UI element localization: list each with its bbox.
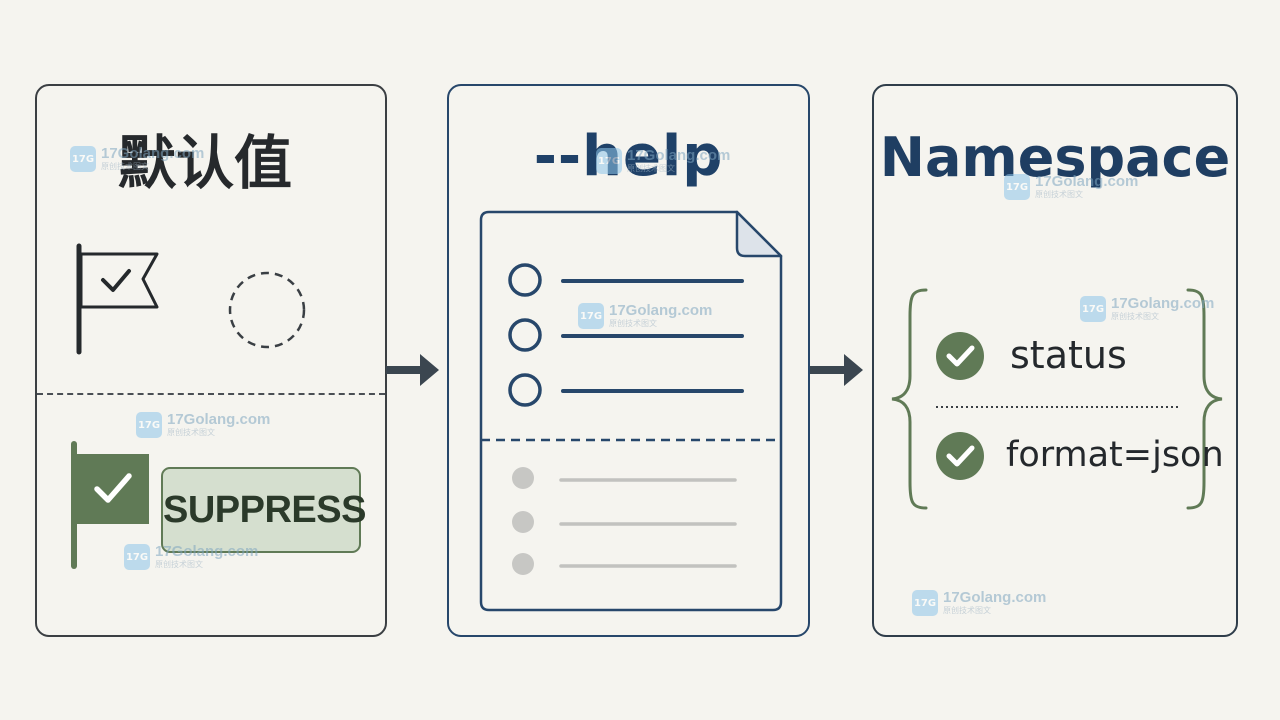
- option-bullet-2: [508, 318, 542, 352]
- defaults-panel: 默认值 SUPPRESS: [35, 84, 387, 637]
- watermark-text: 17Golang.com: [627, 147, 731, 164]
- watermark-logo: 17G: [70, 146, 96, 172]
- hidden-bullet-1: [512, 467, 534, 489]
- curly-brace-icon: [891, 288, 1223, 510]
- watermark-logo: 17G: [912, 590, 938, 616]
- watermark-text: 17Golang.com: [1035, 173, 1139, 190]
- option-bullet-1: [508, 263, 542, 297]
- watermark-text: 17Golang.com: [609, 302, 713, 319]
- watermark-subtext: 原创技术图文: [101, 162, 149, 171]
- help-panel: --help: [447, 84, 810, 637]
- flag-checked-filled-icon: [71, 441, 149, 569]
- watermark-text: 17Golang.com: [167, 411, 271, 428]
- defaults-title: 默认值: [117, 129, 292, 197]
- namespace-item-status: status: [1010, 333, 1127, 377]
- watermark-logo: 17G: [1004, 174, 1030, 200]
- flag-checked-outline-icon: [76, 243, 159, 355]
- watermark-text: 17Golang.com: [943, 589, 1047, 606]
- watermark-subtext: 原创技术图文: [1111, 312, 1159, 321]
- watermark-subtext: 原创技术图文: [943, 606, 991, 615]
- option-bullet-3: [508, 373, 542, 407]
- watermark-logo: 17G: [578, 303, 604, 329]
- document-icon: [479, 210, 783, 612]
- hidden-bullet-2: [512, 511, 534, 533]
- help-title: --help: [533, 124, 724, 189]
- watermark-logo: 17G: [1080, 296, 1106, 322]
- namespace-item-format: format=json: [1006, 435, 1224, 475]
- dashed-circle-icon: [228, 271, 306, 349]
- watermark-text: 17Golang.com: [101, 145, 205, 162]
- arrow-right-icon: [386, 354, 439, 386]
- watermark-subtext: 原创技术图文: [1035, 190, 1083, 199]
- watermark-logo: 17G: [124, 544, 150, 570]
- hidden-bullet-3: [512, 553, 534, 575]
- watermark-subtext: 原创技术图文: [609, 319, 657, 328]
- watermark-logo: 17G: [596, 148, 622, 174]
- check-circle-icon: [936, 432, 984, 480]
- watermark-subtext: 原创技术图文: [155, 560, 203, 569]
- watermark-text: 17Golang.com: [155, 543, 259, 560]
- arrow-right-icon: [810, 354, 863, 386]
- namespace-title: Namespace: [879, 126, 1231, 189]
- namespace-panel: Namespace status format=json: [872, 84, 1238, 637]
- watermark-text: 17Golang.com: [1111, 295, 1215, 312]
- check-circle-icon: [936, 332, 984, 380]
- watermark-logo: 17G: [136, 412, 162, 438]
- watermark-subtext: 原创技术图文: [167, 428, 215, 437]
- watermark-subtext: 原创技术图文: [627, 164, 675, 173]
- defaults-divider: [37, 393, 385, 395]
- suppress-badge: SUPPRESS: [161, 467, 366, 553]
